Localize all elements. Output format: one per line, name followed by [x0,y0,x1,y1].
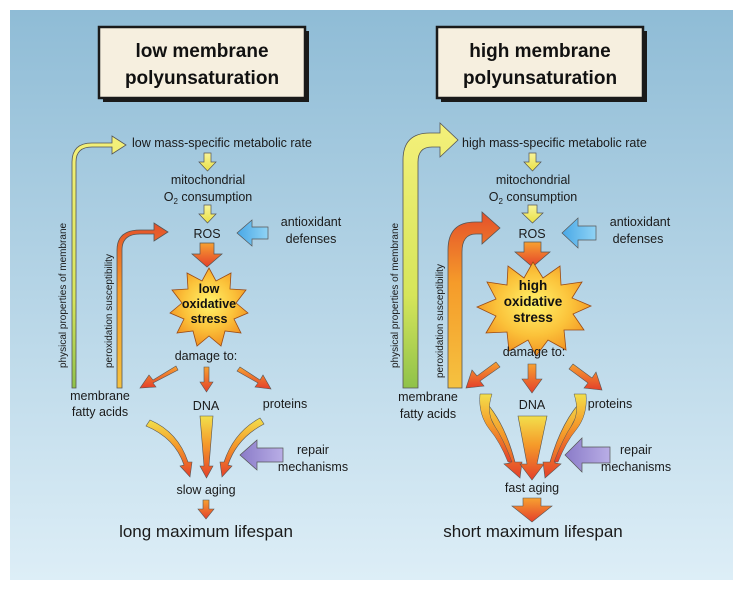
left-antioxidant-line2: defenses [286,232,337,246]
right-antioxidant-arrow [561,217,597,249]
right-arrow-to-ros [521,204,544,224]
left-mito-line1: mitochondrial [171,173,245,187]
right-arrow-to-lifespan [511,497,553,523]
left-vertical-physical-label: physical properties of membrane [58,222,69,368]
left-panel: low membrane polyunsaturation physical p… [58,25,348,541]
right-arrow-to-stress [514,241,551,268]
right-proteins-label: proteins [588,397,632,411]
left-membrane-line2: fatty acids [72,405,128,419]
left-ros-label: ROS [193,227,220,241]
right-oxidative-stress-burst [476,261,593,357]
left-repair-line1: repair [297,443,329,457]
background-panel [10,10,733,580]
right-membrane-line1: membrane [398,390,458,404]
left-arrow-to-stress [191,242,223,268]
left-arrow-to-mitochondria [198,152,217,172]
right-panel: high membrane polyunsaturation physical … [390,25,671,541]
left-repair-line2: mechanisms [278,460,348,474]
left-stress-line2: oxidative [182,297,236,311]
right-arrow-to-proteins [568,363,603,391]
right-dna-to-aging-arrow [517,415,548,481]
left-arrow-to-proteins [236,366,272,390]
left-proteins-label: proteins [263,397,307,411]
right-membrane-to-aging-arrow-wide [479,393,513,463]
left-proteins-to-aging-arrow [219,417,265,478]
right-metabolic-rate-label: high mass-specific metabolic rate [462,136,647,150]
left-title-line2: polyunsaturation [125,68,279,89]
left-peroxidation-arrow [116,222,169,389]
right-title-line2: polyunsaturation [463,68,617,89]
left-aging-label: slow aging [176,483,235,497]
right-title-line1: high membrane [469,41,610,62]
right-peroxidation-arrow [447,211,501,389]
right-vertical-peroxidation-label: peroxidation susceptibility [435,264,446,378]
left-arrow-to-ros [198,204,217,224]
right-stress-line2: oxidative [504,294,563,309]
right-repair-arrow [564,437,611,473]
right-arrow-to-dna [521,363,543,394]
right-repair-line2: mechanisms [601,460,671,474]
right-title-box: high membrane polyunsaturation [435,25,647,102]
right-arrow-to-membrane [465,361,501,389]
right-antioxidant-line2: defenses [613,232,664,246]
right-vertical-physical-label: physical properties of membrane [390,222,401,368]
right-mito-line1: mitochondrial [496,173,570,187]
left-arrow-to-lifespan [197,499,215,520]
right-aging-label: fast aging [505,481,559,495]
left-vertical-peroxidation-label: peroxidation susceptibility [104,254,115,368]
left-oxidative-stress-burst [169,267,249,347]
right-mito-line2: O2 consumption [489,190,578,206]
right-membrane-line2: fatty acids [400,407,456,421]
right-proteins-to-aging-arrow-wide [553,393,587,463]
right-stress-line1: high [519,278,548,293]
left-metabolic-rate-label: low mass-specific metabolic rate [132,136,312,150]
right-ros-label: ROS [518,227,545,241]
left-title-line1: low membrane [135,41,268,62]
left-arrow-to-membrane [139,365,179,389]
left-physical-properties-arrow [71,135,127,389]
left-mito-line2: O2 consumption [164,190,253,206]
left-lifespan-label: long maximum lifespan [119,522,293,541]
left-stress-line3: stress [191,312,228,326]
left-antioxidant-line1: antioxidant [281,215,342,229]
right-dna-label: DNA [519,398,546,412]
right-physical-properties-arrow [402,122,459,389]
left-damage-label: damage to: [175,349,238,363]
left-dna-to-aging-arrow [199,415,214,479]
right-repair-line1: repair [620,443,652,457]
right-arrow-to-mitochondria [523,152,542,172]
right-damage-label: damage to: [503,345,566,359]
left-repair-arrow [239,439,284,471]
left-arrow-to-dna [199,366,214,393]
left-membrane-to-aging-arrow [145,419,193,478]
right-antioxidant-line1: antioxidant [610,215,671,229]
right-lifespan-label: short maximum lifespan [443,522,623,541]
left-dna-label: DNA [193,399,220,413]
left-stress-line1: low [199,282,220,296]
right-stress-line3: stress [513,310,553,325]
left-membrane-line1: membrane [70,389,130,403]
left-title-box: low membrane polyunsaturation [97,25,309,102]
left-antioxidant-arrow [236,219,269,247]
